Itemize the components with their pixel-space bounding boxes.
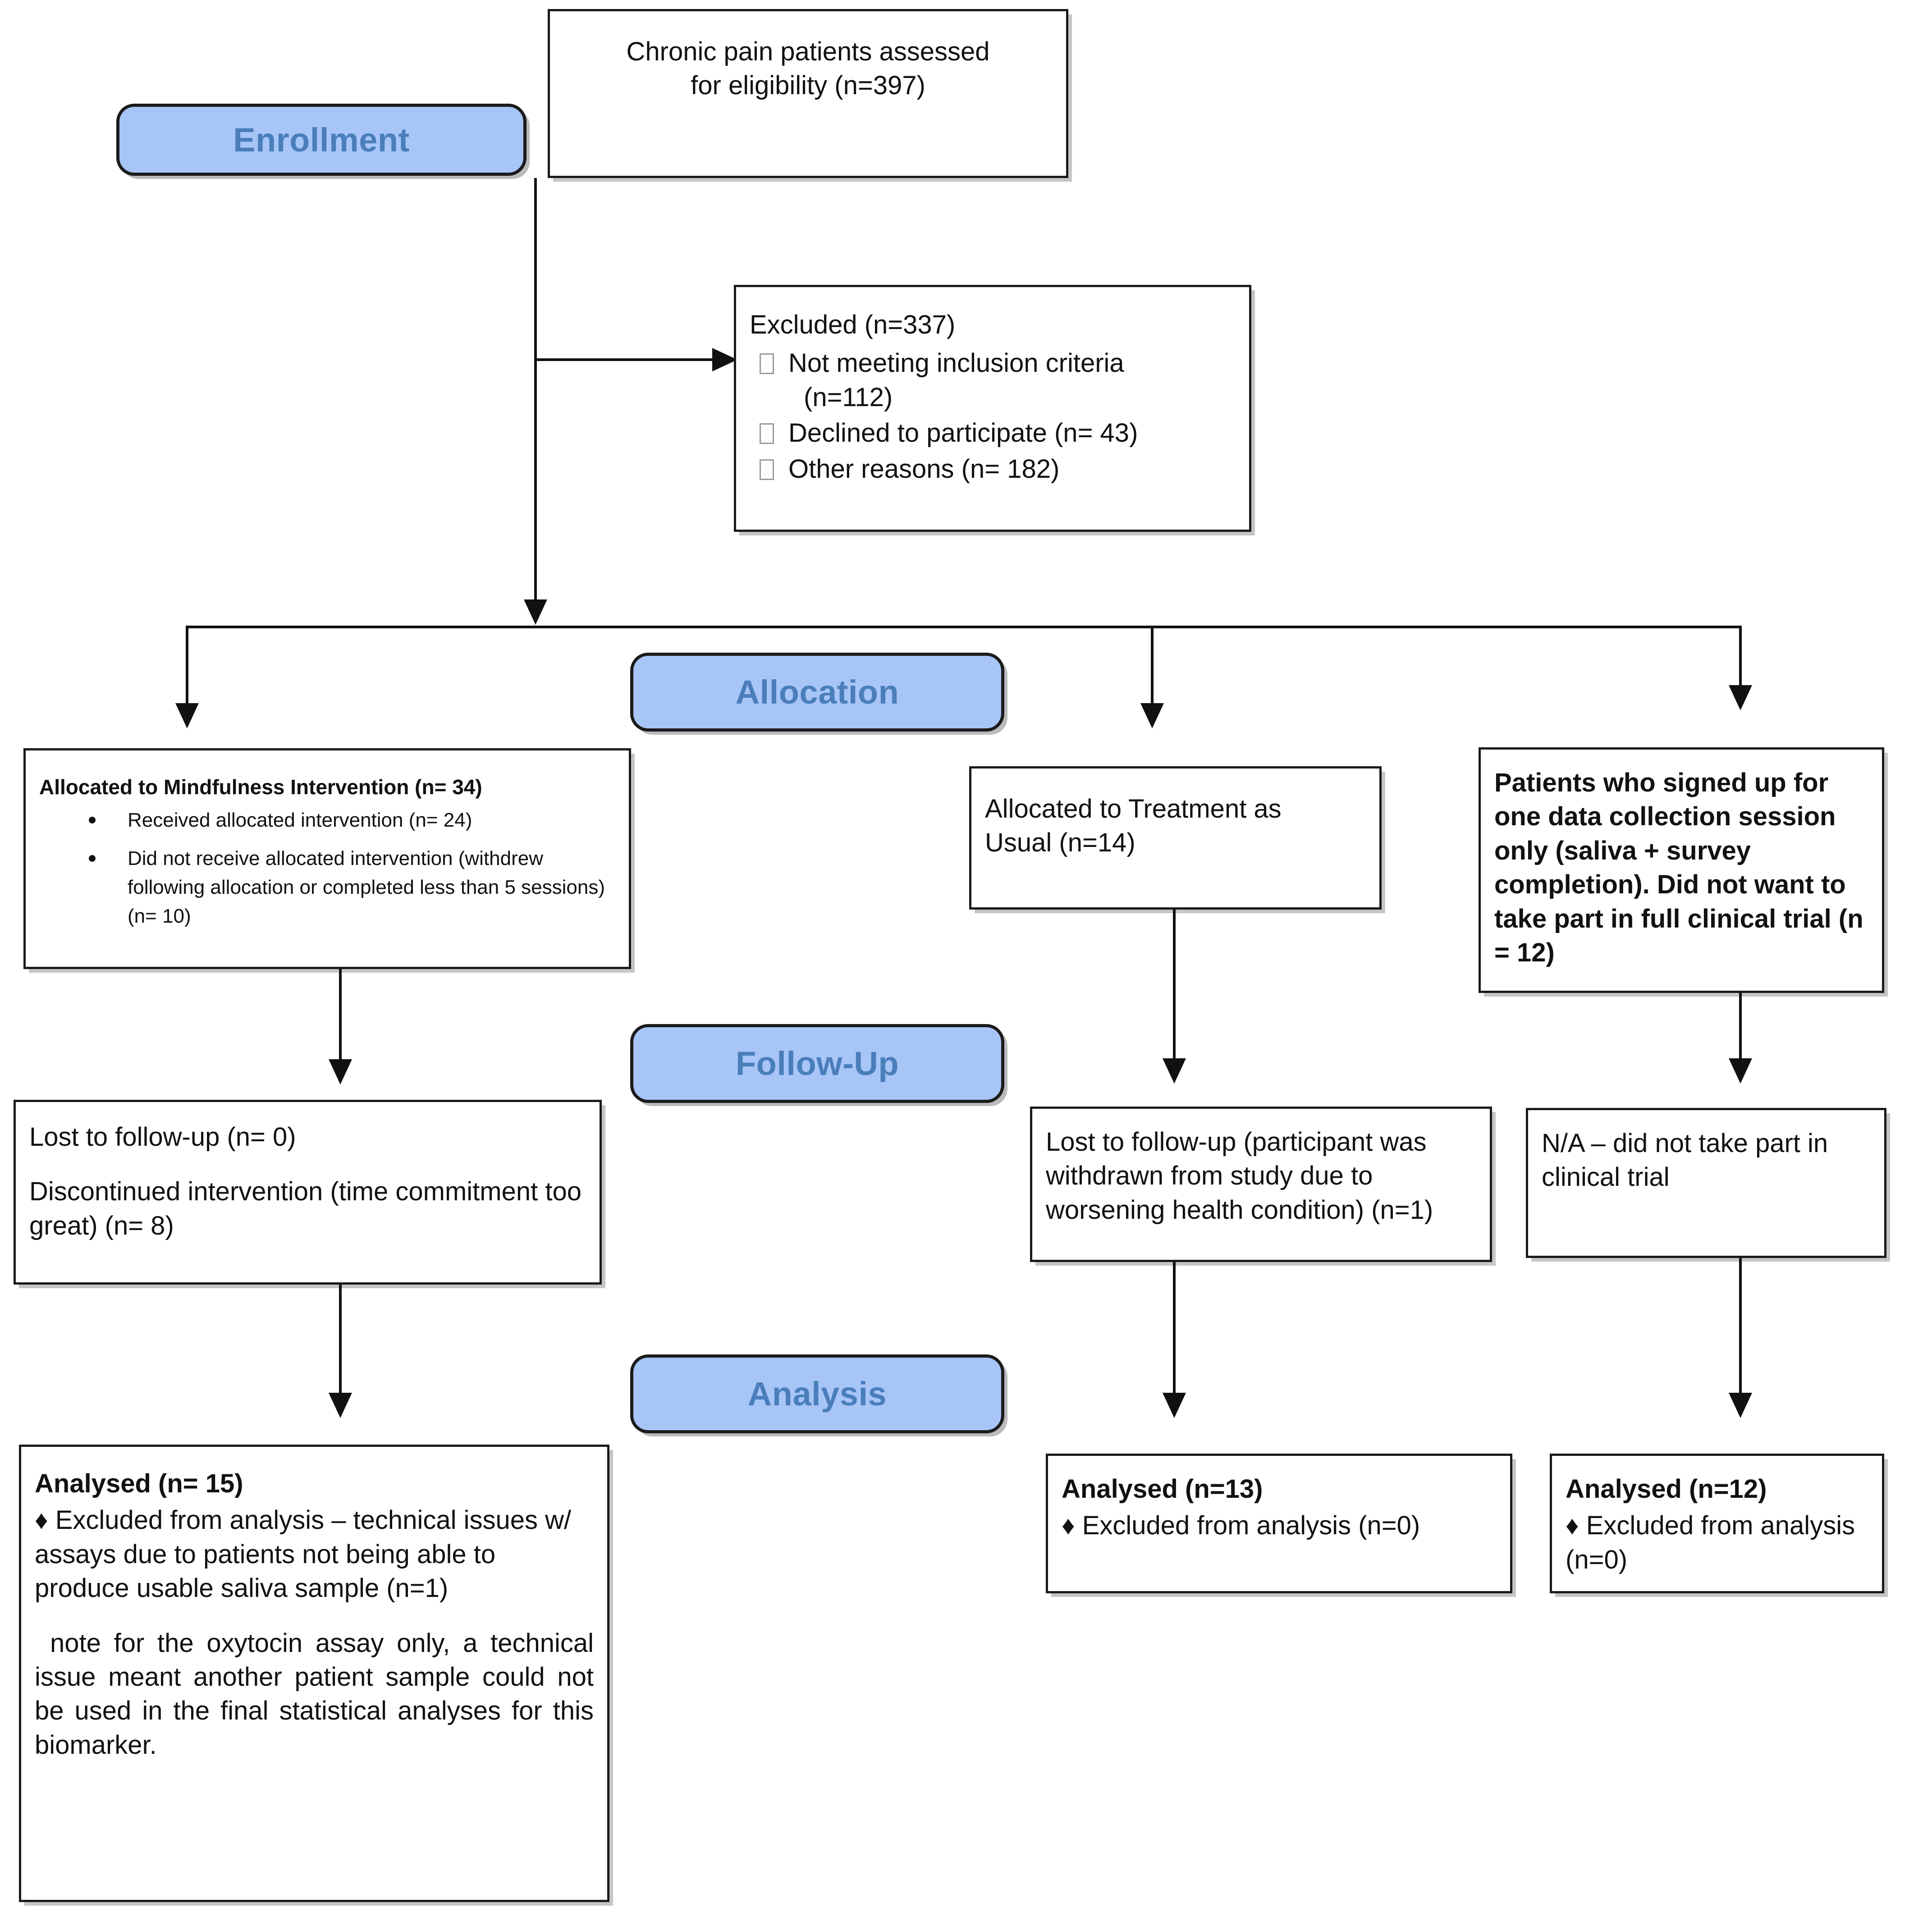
- followup-arm2-text: Lost to follow-up (participant was withd…: [1046, 1127, 1433, 1225]
- allocated-mindfulness-box: Allocated to Mindfulness Intervention (n…: [23, 748, 631, 969]
- arrow-down-icon-arm1: [175, 703, 199, 728]
- stage-label-allocation-text: Allocation: [735, 673, 899, 711]
- allocated-mindfulness-bullet-2: Did not receive allocated intervention (…: [128, 847, 605, 928]
- allocated-mindfulness-bullet: Received allocated intervention (n= 24): [84, 806, 615, 835]
- excluded-reason-1-line2: (n=112): [804, 382, 893, 412]
- arrow-down-icon-to-allocation-bar: [524, 599, 547, 625]
- round-bullet-icon: [89, 816, 96, 823]
- connector-arm1-followup-to-analysis: [339, 1285, 342, 1397]
- stage-label-allocation: Allocation: [630, 653, 1004, 732]
- analysed-arm1-excluded: ♦ Excluded from analysis – technical iss…: [35, 1505, 572, 1603]
- followup-arm1-box: Lost to follow-up (n= 0) Discontinued in…: [14, 1100, 602, 1285]
- connector-arm2-alloc-to-followup: [1173, 910, 1176, 1065]
- excluded-reason-item: Not meeting inclusion criteria (n=112): [750, 346, 1236, 414]
- arrow-down-icon-arm1-analysis: [329, 1393, 352, 1418]
- stage-label-enrollment-text: Enrollment: [233, 121, 410, 159]
- arrow-down-icon-arm2: [1140, 703, 1164, 728]
- assessed-line-2: for eligibility (n=397): [691, 71, 925, 101]
- arrow-down-icon-arm2-followup: [1163, 1058, 1186, 1084]
- analysed-arm2-excluded: ♦ Excluded from analysis (n=0): [1062, 1511, 1420, 1541]
- assessed-for-eligibility-box: Chronic pain patients assessed for eligi…: [548, 9, 1068, 178]
- connector-drop-arm2: [1151, 626, 1154, 709]
- stage-label-enrollment: Enrollment: [116, 104, 526, 176]
- excluded-box: Excluded (n=337) Not meeting inclusion c…: [734, 285, 1251, 532]
- followup-arm1-line-2: Discontinued intervention (time commitme…: [29, 1177, 581, 1240]
- connector-drop-arm1: [186, 626, 188, 709]
- assessed-line-1: Chronic pain patients assessed: [626, 37, 990, 66]
- analysed-arm2-box: Analysed (n=13) ♦ Excluded from analysis…: [1046, 1454, 1512, 1593]
- stage-label-analysis-text: Analysis: [747, 1375, 887, 1413]
- connector-arm3-alloc-to-followup: [1739, 993, 1742, 1065]
- hollow-square-bullet-icon: [760, 423, 774, 444]
- allocated-treatment-as-usual-box: Allocated to Treatment as Usual (n=14): [969, 766, 1382, 910]
- connector-assessed-trunk: [534, 178, 537, 622]
- stage-label-followup: Follow-Up: [630, 1024, 1004, 1103]
- followup-arm3-box: N/A – did not take part in clinical tria…: [1526, 1108, 1886, 1258]
- excluded-reason-item: Declined to participate (n= 43): [750, 416, 1236, 450]
- followup-arm1-line-1: Lost to follow-up (n= 0): [29, 1122, 296, 1152]
- arrow-down-icon-arm1-followup: [329, 1059, 352, 1084]
- analysed-arm3-excluded: ♦ Excluded from analysis (n=0): [1566, 1511, 1855, 1574]
- connector-arm1-alloc-to-followup: [339, 969, 342, 1066]
- connector-arm3-followup-to-analysis: [1739, 1258, 1742, 1398]
- analysed-arm1-note: note for the oxytocin assay only, a tech…: [35, 1628, 594, 1760]
- excluded-reason-list: Not meeting inclusion criteria (n=112) D…: [750, 346, 1236, 486]
- arrow-down-icon-arm3-followup: [1729, 1058, 1752, 1084]
- arrow-down-icon-arm3-analysis: [1729, 1393, 1752, 1418]
- signed-up-one-session-box: Patients who signed up for one data coll…: [1479, 747, 1884, 993]
- followup-arm2-box: Lost to follow-up (participant was withd…: [1030, 1107, 1492, 1262]
- arrow-down-icon-arm2-analysis: [1163, 1393, 1186, 1418]
- excluded-reason-2: Declined to participate (n= 43): [788, 418, 1138, 448]
- connector-arm2-followup-to-analysis: [1173, 1262, 1176, 1397]
- allocated-mindfulness-bullet: Did not receive allocated intervention (…: [84, 844, 615, 930]
- allocated-tau-line-2: Usual (n=14): [985, 828, 1135, 858]
- excluded-reason-1-line1: Not meeting inclusion criteria: [788, 348, 1124, 378]
- allocated-mindfulness-bullets: Received allocated intervention (n= 24) …: [39, 806, 615, 931]
- allocated-tau-line-1: Allocated to Treatment as: [985, 794, 1282, 823]
- hollow-square-bullet-icon: [760, 353, 774, 375]
- excluded-reason-3: Other reasons (n= 182): [788, 454, 1060, 484]
- excluded-reason-item: Other reasons (n= 182): [750, 452, 1236, 486]
- analysed-arm1-box: Analysed (n= 15) ♦ Excluded from analysi…: [19, 1445, 609, 1902]
- stage-label-analysis: Analysis: [630, 1354, 1004, 1433]
- excluded-title: Excluded (n=337): [750, 310, 956, 339]
- stage-label-followup-text: Follow-Up: [735, 1045, 899, 1082]
- allocated-mindfulness-bullet-1: Received allocated intervention (n= 24): [128, 809, 472, 831]
- followup-arm3-text: N/A – did not take part in clinical tria…: [1542, 1129, 1828, 1192]
- connector-allocation-distribution-bar: [186, 626, 1742, 628]
- arrow-right-icon-excluded: [712, 348, 737, 371]
- hollow-square-bullet-icon: [760, 459, 774, 480]
- followup-arm1-spacer: [29, 1154, 586, 1175]
- analysed-arm3-box: Analysed (n=12) ♦ Excluded from analysis…: [1550, 1454, 1884, 1593]
- connector-drop-arm3: [1739, 626, 1742, 698]
- connector-to-excluded: [534, 358, 719, 361]
- round-bullet-icon: [89, 855, 96, 862]
- signed-up-one-session-text: Patients who signed up for one data coll…: [1494, 768, 1863, 967]
- analysed-arm3-title: Analysed (n=12): [1566, 1474, 1767, 1504]
- analysed-arm1-title: Analysed (n= 15): [35, 1469, 243, 1498]
- analysed-arm2-title: Analysed (n=13): [1062, 1474, 1263, 1504]
- allocated-mindfulness-title: Allocated to Mindfulness Intervention (n…: [39, 775, 482, 799]
- analysed-arm1-spacer: [35, 1606, 594, 1626]
- arrow-down-icon-arm3: [1729, 685, 1752, 710]
